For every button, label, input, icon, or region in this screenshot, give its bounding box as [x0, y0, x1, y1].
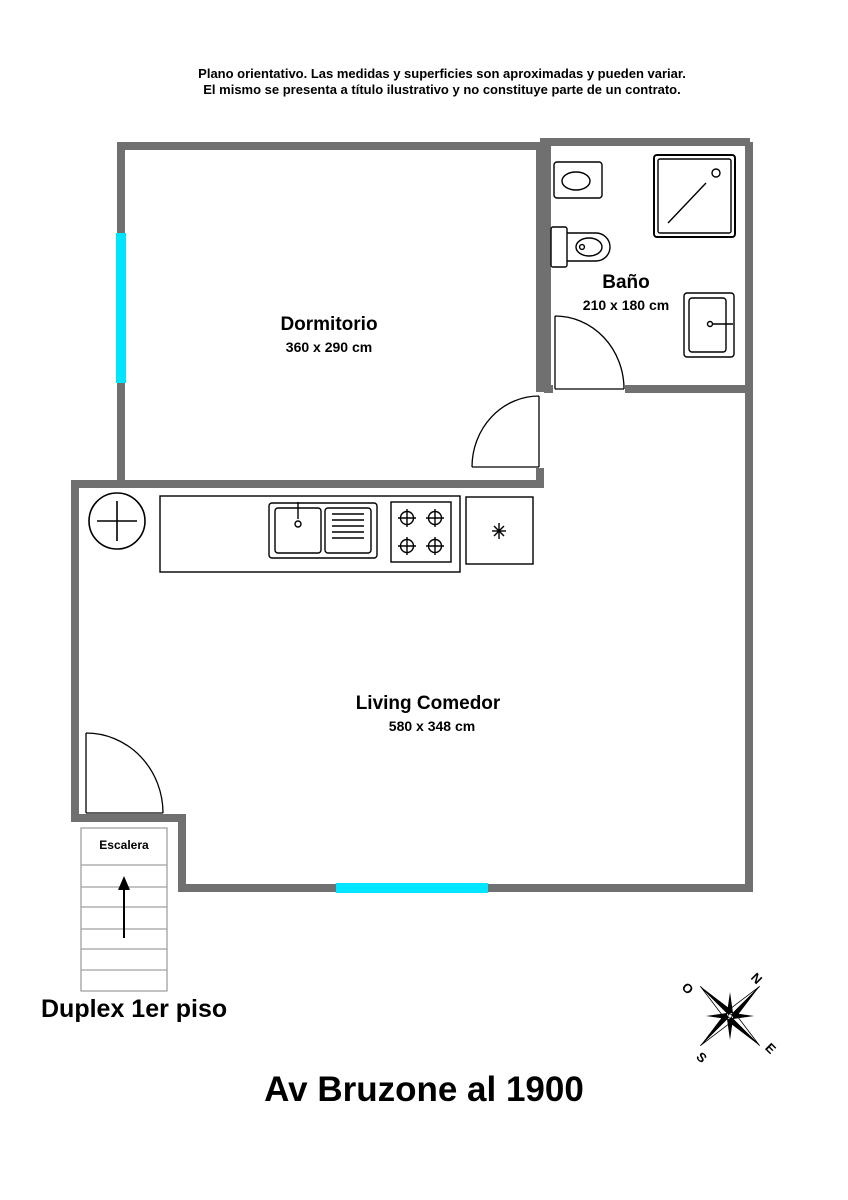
compass-south: S — [693, 1049, 710, 1066]
toilet-icon — [553, 161, 603, 199]
stairs-label: Escalera — [99, 838, 149, 852]
address-title: Av Bruzone al 1900 — [264, 1070, 584, 1109]
room-name-living: Living Comedor — [356, 693, 501, 714]
water-heater-icon — [88, 492, 146, 550]
shower-icon — [653, 154, 736, 238]
burner-icon — [426, 537, 444, 555]
kitchen-sink-icon — [268, 502, 378, 559]
compass-rose-icon — [699, 985, 761, 1047]
window-living — [336, 883, 488, 893]
wall-living-stair-notch — [71, 814, 186, 890]
disclaimer-line-2: El mismo se presenta a título ilustrativ… — [203, 82, 681, 97]
room-name-dormitorio: Dormitorio — [280, 314, 377, 335]
door-living — [85, 732, 164, 814]
room-dim-bano: 210 x 180 cm — [583, 297, 669, 313]
room-name-bano: Baño — [602, 272, 650, 293]
burner-icon — [398, 509, 416, 527]
burner-icon — [426, 509, 444, 527]
walls — [71, 138, 753, 892]
door-dormitorio — [471, 395, 540, 468]
burner-icon — [398, 537, 416, 555]
disclaimer-line-1: Plano orientativo. Las medidas y superfi… — [198, 66, 686, 81]
sink-icon — [683, 292, 735, 358]
compass-east: E — [762, 1040, 779, 1057]
room-dim-living: 580 x 348 cm — [389, 718, 475, 734]
compass-north: N — [748, 970, 765, 987]
compass-west: O — [679, 979, 697, 997]
floor-label: Duplex 1er piso — [41, 995, 228, 1023]
room-dim-dormitorio: 360 x 290 cm — [286, 339, 372, 355]
kitchen-counter — [159, 495, 461, 573]
stairs-arrow-icon — [118, 876, 130, 938]
bidet-icon — [550, 226, 611, 268]
fridge-icon — [465, 496, 534, 565]
door-bano — [554, 315, 625, 390]
disclaimer: Plano orientativo. Las medidas y superfi… — [0, 66, 848, 98]
stove-icon — [390, 501, 452, 563]
window-dormitorio — [116, 233, 126, 383]
